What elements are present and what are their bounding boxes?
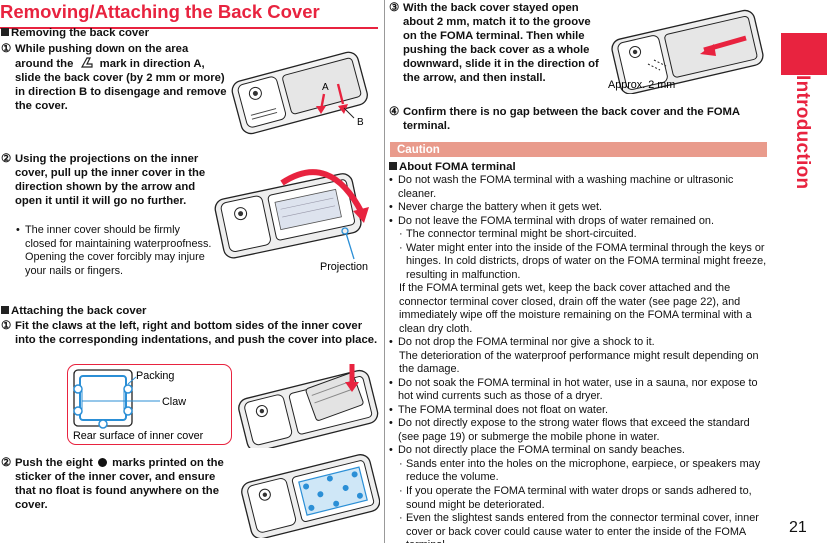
phone-sticker-marks-illustration <box>241 454 380 538</box>
caution-sub-item: ·If you operate the FOMA terminal with w… <box>399 485 752 511</box>
rear-surface-label: Rear surface of inner cover <box>73 430 204 442</box>
section-tab-label: Introduction <box>791 75 813 190</box>
removing-step-2: ② Using the projections on the inner cov… <box>1 152 211 208</box>
section-tab-marker <box>781 33 827 75</box>
projection-label: Projection <box>320 261 368 273</box>
removing-heading: Removing the back cover <box>1 26 149 40</box>
caution-sub-item: ·Sands enter into the holes on the micro… <box>399 457 761 484</box>
caution-item: •Do not leave the FOMA terminal with dro… <box>389 214 714 227</box>
caution-item: •Do not wash the FOMA terminal with a wa… <box>389 174 734 200</box>
caution-section: About FOMA terminal •Do not wash the FOM… <box>389 160 771 543</box>
caution-paragraph: If the FOMA terminal gets wet, keep the … <box>399 282 752 335</box>
inner-cover-rear-illustration: Packing Claw Rear surface of inner cover <box>73 369 204 442</box>
removing-note: • The inner cover should be firmly close… <box>16 224 212 277</box>
step-number: ④ <box>389 106 400 118</box>
phone-back-cover-illustration: A B <box>231 51 368 135</box>
step-number: ① <box>1 43 12 55</box>
latch-mark-icon <box>80 57 93 68</box>
attaching-step-2: ② Push the eight marks printed on the st… <box>1 456 231 512</box>
step-number: ② <box>1 153 12 165</box>
attaching-step-2-text: Push the eight marks printed on the stic… <box>15 457 224 511</box>
caution-sub-item: ·Even the slightest sands entered from t… <box>399 512 759 543</box>
attaching-step-4: ④ Confirm there is no gap between the ba… <box>389 105 769 133</box>
removing-step-1: ① While pushing down on the area around … <box>1 42 229 113</box>
caution-item: •The FOMA terminal does not float on wat… <box>389 403 609 416</box>
attaching-heading: Attaching the back cover <box>1 304 146 318</box>
attaching-step-3-text: With the back cover stayed open about 2 … <box>403 2 599 84</box>
direction-a-label: A <box>322 82 329 93</box>
step-number: ② <box>1 457 12 469</box>
attaching-step-4-text: Confirm there is no gap between the back… <box>403 106 740 132</box>
approx-2mm-label: Approx. 2 mm <box>608 79 675 91</box>
caution-item: •Never charge the battery when it gets w… <box>389 201 603 214</box>
column-divider <box>384 0 385 543</box>
phone-attach-inner-cover-illustration <box>238 364 379 448</box>
attaching-step-3: ③ With the back cover stayed open about … <box>389 1 604 85</box>
direction-b-label: B <box>357 117 364 128</box>
page-title: Removing/Attaching the Back Cover <box>0 1 378 29</box>
attaching-step-1-text: Fit the claws at the left, right and bot… <box>15 320 378 346</box>
removing-step-2-text: Using the projections on the inner cover… <box>15 153 206 207</box>
phone-slide-back-cover-illustration: Approx. 2 mm <box>608 9 764 94</box>
black-circle-mark-icon <box>97 458 107 467</box>
packing-label: Packing <box>136 370 174 382</box>
phone-inner-cover-illustration: Projection <box>214 169 369 273</box>
caution-bar: Caution <box>390 142 767 157</box>
step-number: ③ <box>389 2 400 14</box>
caution-sub-item: ·Water might enter into the inside of th… <box>399 241 767 281</box>
caution-sub-item: ·The connector terminal might be short-c… <box>399 228 637 241</box>
caution-item: •Do not directly place the FOMA terminal… <box>389 444 685 457</box>
attaching-step-1: ① Fit the claws at the left, right and b… <box>1 319 381 347</box>
caution-item: •Do not drop the FOMA terminal nor give … <box>389 336 655 349</box>
page-number: 21 <box>789 519 807 536</box>
claw-label: Claw <box>162 396 186 408</box>
caution-heading: About FOMA terminal <box>389 160 771 174</box>
caution-item: •Do not soak the FOMA terminal in hot wa… <box>389 376 758 403</box>
step-number: ① <box>1 320 12 332</box>
inner-cover-diagram <box>67 364 232 445</box>
caution-item: •Do not directly expose to the strong wa… <box>389 417 750 443</box>
caution-paragraph: The deterioration of the waterproof perf… <box>399 349 759 376</box>
removing-step-1-text: While pushing down on the area around th… <box>15 43 227 112</box>
